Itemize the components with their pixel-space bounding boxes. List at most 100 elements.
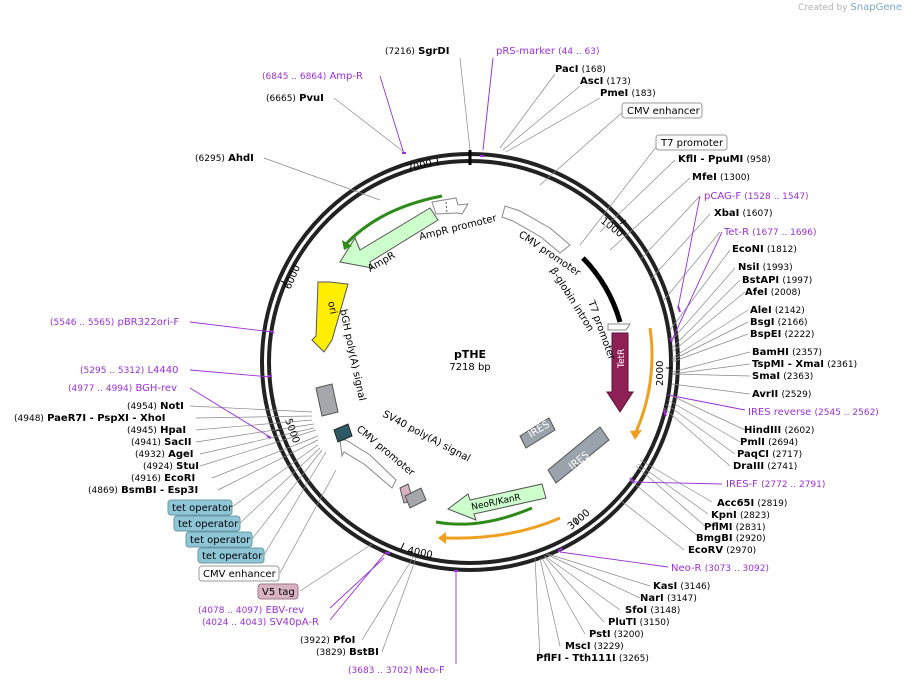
site-pos: (4924)	[143, 462, 173, 472]
site-name: TspMI - XmaI	[752, 359, 824, 370]
site-name: SgrDI	[418, 46, 449, 57]
bgh-polya-label: bGH poly(A) signal	[337, 308, 367, 402]
svg-text:(4954) NotI: (4954) NotI	[127, 401, 184, 412]
site-pos: (3146)	[680, 582, 710, 592]
site-pos: (2357)	[792, 348, 822, 358]
site-pos: (2361)	[827, 360, 857, 370]
cmv-enhancer-label: CMV enhancer	[627, 106, 701, 117]
tet-operator-box-1	[167, 499, 233, 516]
primer-range: (2772 .. 2791)	[761, 480, 825, 490]
site-name: AscI	[580, 76, 603, 87]
ruler-2000: 2000	[655, 361, 666, 386]
site-pos: (6295)	[195, 154, 225, 164]
orange-arc-bottom-head	[438, 532, 446, 544]
primer-range: (1528 .. 1547)	[744, 192, 808, 202]
site-name: BspEI	[750, 329, 781, 340]
svg-text:NsiI (1993): NsiI (1993)	[738, 262, 793, 273]
site-pos: (4932)	[135, 450, 165, 460]
tet-operator-box-3	[185, 531, 253, 548]
site-pos: (2363)	[783, 372, 813, 382]
primer-name: pBR322ori-F	[117, 317, 179, 328]
cmv-promoter-arrow	[501, 205, 571, 254]
site-name: Acc65I	[717, 498, 754, 509]
site-pos: (3829)	[316, 648, 346, 658]
green-arc-neo	[435, 506, 533, 526]
site-name: BstBI	[349, 647, 379, 658]
green-arc-ampr	[344, 194, 443, 246]
site-name: EcoRI	[164, 473, 195, 484]
svg-text:(7216) SgrDI: (7216) SgrDI	[385, 46, 449, 57]
svg-text:EcoRV (2970): EcoRV (2970)	[688, 545, 756, 556]
site-pos: (4954)	[127, 402, 157, 412]
site-pos: (3148)	[650, 606, 680, 616]
primer-range: (4977 .. 4994)	[68, 384, 132, 394]
site-pos: (2529)	[781, 390, 811, 400]
svg-text:Acc65I (2819): Acc65I (2819)	[717, 498, 787, 509]
t7-promoter-box	[655, 134, 728, 151]
svg-text:(4869) BsmBI - Esp3I: (4869) BsmBI - Esp3I	[88, 485, 198, 496]
site-pos: (3229)	[594, 642, 624, 652]
primer-name: Amp-R	[329, 71, 363, 82]
svg-text:AscI (173): AscI (173)	[580, 76, 631, 87]
svg-text:BspEI (2222): BspEI (2222)	[750, 329, 814, 340]
svg-text:pRS-marker (44 .. 63): pRS-marker (44 .. 63)	[496, 46, 600, 57]
site-pos: (2222)	[784, 330, 814, 340]
svg-text:HindIII (2602): HindIII (2602)	[744, 425, 814, 436]
sv40-polya-box	[404, 487, 427, 509]
svg-text:(3829) BstBI: (3829) BstBI	[316, 647, 379, 658]
primer-range: (3683 .. 3702)	[348, 666, 412, 676]
site-pos: (2694)	[768, 438, 798, 448]
site-name: BstAPI	[742, 275, 779, 286]
svg-text:(6665) PvuI: (6665) PvuI	[266, 93, 324, 104]
primer-name: IRES-F	[726, 479, 758, 490]
primer-name: L4440	[147, 365, 178, 376]
svg-text:EcoNI (1812): EcoNI (1812)	[732, 244, 797, 255]
primer-labels: pRS-marker (44 .. 63) pCAG-F (1528 .. 15…	[50, 46, 879, 676]
svg-text:NarI (3147): NarI (3147)	[640, 593, 697, 604]
primer-name: BGH-rev	[135, 383, 177, 394]
site-name: KpnI	[711, 510, 737, 521]
site-pos: (3200)	[614, 630, 644, 640]
ires-box-2	[547, 426, 610, 484]
site-name: PvuI	[299, 93, 324, 104]
ruler-ticks	[275, 157, 673, 550]
site-name: AgeI	[168, 449, 193, 460]
beta-globin-intron-arc	[581, 256, 623, 323]
tet-operator-cluster	[333, 423, 353, 443]
site-name: PacI	[555, 64, 578, 75]
site-pos: (4916)	[131, 474, 161, 484]
orange-arc-right-head	[630, 430, 642, 440]
v5-tag-label: V5 tag	[262, 587, 295, 598]
svg-text:PflFI - Tth111I (3265): PflFI - Tth111I (3265)	[536, 653, 649, 664]
v5-tag-label-box	[257, 583, 299, 600]
tet-operator-box-2	[173, 515, 241, 532]
svg-text:MfeI (1300): MfeI (1300)	[692, 172, 750, 183]
primer-name: SV40pA-R	[269, 617, 318, 628]
svg-text:(6295) AhdI: (6295) AhdI	[195, 153, 254, 164]
site-name: PflFI - Tth111I	[536, 653, 616, 664]
site-name: NotI	[160, 401, 184, 412]
primer-name: Tet-R	[723, 227, 749, 238]
credit-prefix: Created by	[798, 3, 848, 13]
svg-text:IRES reverse (2545 .. 2562): IRES reverse (2545 .. 2562)	[748, 407, 879, 418]
cmv-enhancer-label-2: CMV enhancer	[203, 569, 277, 580]
site-name: BsgI	[750, 317, 774, 328]
site-pos: (4941)	[131, 438, 161, 448]
site-name: AleI	[750, 305, 772, 316]
svg-text:(3922) PfoI: (3922) PfoI	[300, 635, 355, 646]
ori-arrow	[311, 281, 349, 353]
green-arc-ampr-head	[342, 240, 352, 250]
svg-text:PstI (3200): PstI (3200)	[589, 629, 644, 640]
primer-name: IRES reverse	[748, 407, 811, 418]
cmv-promoter-lower-arrow	[339, 439, 397, 489]
site-pos: (2008)	[771, 288, 801, 298]
tet-operator-box-4	[197, 547, 265, 564]
svg-text:(5546 .. 5565) pBR322ori-F: (5546 .. 5565) pBR322ori-F	[50, 317, 179, 328]
site-name: PaqCI	[737, 449, 769, 460]
leader-lines	[189, 57, 751, 659]
site-name: HpaI	[160, 425, 186, 436]
site-name: PflMI	[704, 522, 732, 533]
svg-text:(4078 .. 4097) EBV-rev: (4078 .. 4097) EBV-rev	[198, 605, 304, 616]
site-pos: (3150)	[640, 618, 670, 628]
